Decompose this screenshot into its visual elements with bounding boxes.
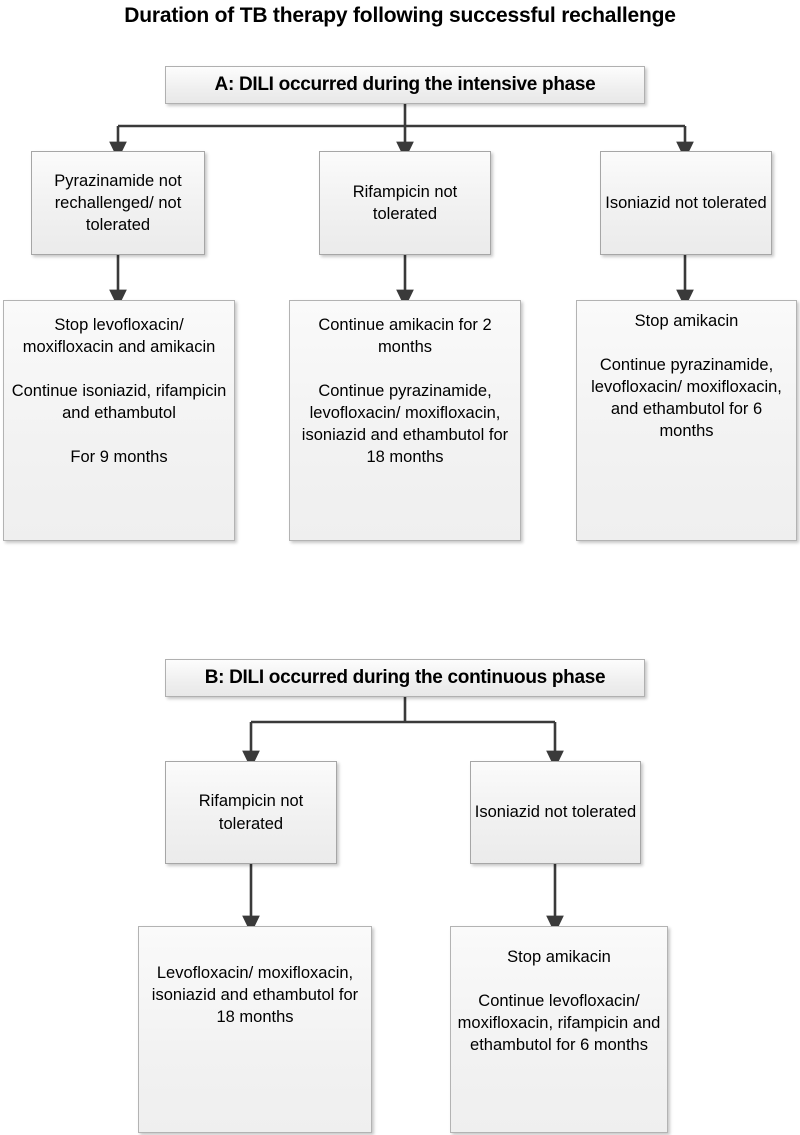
treatment-box-a-pyrazinamide: Stop levofloxacin/ moxifloxacin and amik… bbox=[3, 300, 235, 541]
condition-box-a-isoniazid: Isoniazid not tolerated bbox=[600, 151, 772, 255]
phase-header-b: B: DILI occurred during the continuous p… bbox=[165, 659, 645, 697]
treatment-box-b-isoniazid-label: Stop amikacin Continue levofloxacin/ mox… bbox=[457, 948, 661, 1054]
treatment-box-a-pyrazinamide-label: Stop levofloxacin/ moxifloxacin and amik… bbox=[11, 316, 227, 466]
condition-box-b-isoniazid: Isoniazid not tolerated bbox=[470, 761, 641, 864]
treatment-box-b-rifampicin-label: Levofloxacin/ moxifloxacin, isoniazid an… bbox=[151, 964, 359, 1026]
condition-box-a-isoniazid-label: Isoniazid not tolerated bbox=[605, 193, 767, 212]
condition-box-b-isoniazid-label: Isoniazid not tolerated bbox=[474, 803, 637, 822]
page-title: Duration of TB therapy following success… bbox=[124, 4, 676, 27]
condition-box-b-rifampicin: Rifampicin not tolerated bbox=[165, 761, 337, 864]
phase-header-b-label: B: DILI occurred during the continuous p… bbox=[204, 666, 606, 688]
treatment-box-b-isoniazid: Stop amikacin Continue levofloxacin/ mox… bbox=[450, 926, 668, 1133]
treatment-box-a-rifampicin-label: Continue amikacin for 2 months Continue … bbox=[301, 316, 509, 466]
treatment-box-a-isoniazid: Stop amikacin Continue pyrazinamide, lev… bbox=[576, 300, 797, 541]
phase-header-a-label: A: DILI occurred during the intensive ph… bbox=[214, 73, 596, 95]
treatment-box-a-isoniazid-label: Stop amikacin Continue pyrazinamide, lev… bbox=[591, 312, 782, 440]
condition-box-a-rifampicin: Rifampicin not tolerated bbox=[319, 151, 491, 255]
condition-box-a-rifampicin-label: Rifampicin not tolerated bbox=[352, 182, 458, 223]
phase-header-a: A: DILI occurred during the intensive ph… bbox=[165, 66, 645, 104]
condition-box-b-rifampicin-label: Rifampicin not tolerated bbox=[198, 792, 304, 833]
treatment-box-a-rifampicin: Continue amikacin for 2 months Continue … bbox=[289, 300, 521, 541]
condition-box-a-pyrazinamide: Pyrazinamide not rechallenged/ not toler… bbox=[31, 151, 205, 255]
condition-box-a-pyrazinamide-label: Pyrazinamide not rechallenged/ not toler… bbox=[54, 171, 182, 235]
treatment-box-b-rifampicin: Levofloxacin/ moxifloxacin, isoniazid an… bbox=[138, 926, 372, 1133]
